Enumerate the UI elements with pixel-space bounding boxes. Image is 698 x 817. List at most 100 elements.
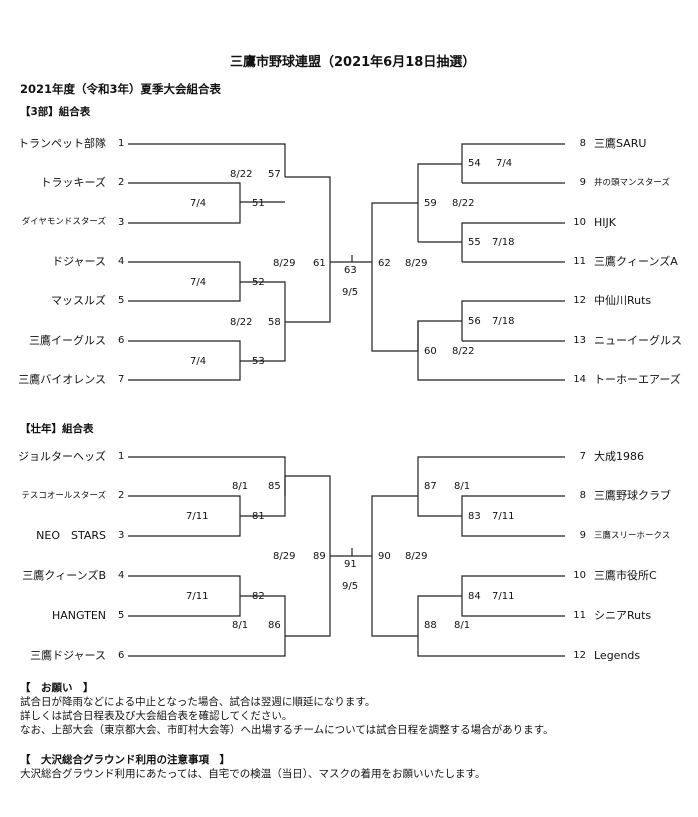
- request-line: 詳しくは試合日程表及び大会組合表を確認してください。: [20, 710, 293, 722]
- game-date: 8/22: [452, 198, 475, 209]
- team-name: ダイヤモンドスターズ: [21, 217, 106, 227]
- final-game-number: 91: [344, 559, 357, 570]
- section-label-div3: 【3部】組合表: [20, 106, 91, 118]
- team-seed: 10: [573, 217, 586, 228]
- team-seed: 5: [118, 295, 125, 306]
- final-game-number: 63: [344, 265, 357, 276]
- team-name: 三鷹スリーホークス: [594, 531, 671, 541]
- team-name: シニアRuts: [594, 609, 652, 622]
- game-date: 7/11: [186, 591, 209, 602]
- game-number: 89: [313, 551, 326, 562]
- team-name: ニューイーグルス: [594, 334, 682, 347]
- game-number: 58: [268, 317, 281, 328]
- game-number: 60: [424, 346, 437, 357]
- team-seed: 9: [579, 530, 586, 541]
- team-seed: 9: [579, 177, 586, 188]
- team-seed: 11: [573, 610, 586, 621]
- game-date: 8/1: [232, 620, 249, 631]
- team-seed: 6: [118, 650, 125, 661]
- game-date: 8/29: [405, 258, 428, 269]
- game-number: 88: [424, 620, 437, 631]
- game-number: 86: [268, 620, 281, 631]
- team-name: 三鷹バイオレンス: [18, 373, 106, 386]
- game-date: 8/22: [230, 169, 253, 180]
- game-number: 56: [468, 316, 481, 327]
- game-date: 8/1: [454, 481, 471, 492]
- team-name: NEO STARS: [36, 529, 106, 542]
- team-seed: 8: [579, 490, 586, 501]
- page-subtitle: 2021年度（令和3年）夏季大会組合表: [20, 82, 222, 96]
- game-date: 7/18: [492, 237, 515, 248]
- team-seed: 13: [573, 335, 586, 346]
- game-number: 81: [252, 511, 265, 522]
- team-name: HANGTEN: [51, 609, 106, 622]
- team-name: Legends: [594, 649, 641, 662]
- game-date: 8/29: [405, 551, 428, 562]
- team-name: トランペット部隊: [18, 137, 106, 150]
- final-game-date: 9/5: [342, 287, 359, 298]
- game-number: 62: [378, 258, 391, 269]
- team-name: マッスルズ: [51, 294, 106, 307]
- team-name: 三鷹SARU: [594, 137, 647, 150]
- team-seed: 4: [118, 570, 125, 581]
- team-seed: 1: [118, 138, 125, 149]
- team-name: テスコオールスターズ: [21, 491, 106, 501]
- team-seed: 12: [573, 295, 586, 306]
- team-seed: 4: [118, 256, 125, 267]
- game-number: 82: [252, 591, 265, 602]
- game-date: 7/11: [492, 591, 515, 602]
- section-label-senior: 【壮年】組合表: [20, 423, 94, 435]
- team-seed: 3: [118, 530, 125, 541]
- team-seed: 2: [118, 490, 125, 501]
- game-date: 7/4: [496, 158, 513, 169]
- game-number: 51: [252, 198, 265, 209]
- game-date: 7/11: [186, 511, 209, 522]
- team-seed: 7: [118, 374, 125, 385]
- team-name: ドジャース: [52, 255, 106, 268]
- final-game-date: 9/5: [342, 581, 359, 592]
- game-date: 7/18: [492, 316, 515, 327]
- request-heading: 【 お願い 】: [20, 682, 94, 694]
- team-seed: 10: [573, 570, 586, 581]
- game-date: 8/1: [454, 620, 471, 631]
- team-seed: 1: [118, 451, 125, 462]
- game-number: 61: [313, 258, 326, 269]
- game-date: 7/4: [190, 198, 207, 209]
- team-seed: 12: [573, 650, 586, 661]
- game-date: 7/4: [190, 356, 207, 367]
- request-line: 試合日が降雨などによる中止となった場合、試合は翌週に順延になります。: [20, 696, 376, 708]
- game-number: 53: [252, 356, 265, 367]
- team-name: 三鷹クィーンズB: [22, 569, 106, 582]
- team-name: 三鷹イーグルス: [29, 334, 106, 347]
- game-date: 8/29: [273, 258, 296, 269]
- team-seed: 7: [579, 451, 586, 462]
- game-number: 57: [268, 169, 281, 180]
- team-seed: 2: [118, 177, 125, 188]
- team-name: 三鷹ドジャース: [30, 649, 106, 662]
- team-name: トーホーエアーズ: [594, 373, 681, 386]
- team-name: 三鷹野球クラブ: [594, 489, 671, 502]
- team-seed: 14: [573, 374, 586, 385]
- game-date: 8/1: [232, 481, 249, 492]
- game-number: 59: [424, 198, 437, 209]
- game-date: 8/22: [452, 346, 475, 357]
- game-date: 8/29: [273, 551, 296, 562]
- game-number: 85: [268, 481, 281, 492]
- game-number: 55: [468, 237, 481, 248]
- game-number: 83: [468, 511, 481, 522]
- game-number: 87: [424, 481, 437, 492]
- game-number: 84: [468, 591, 481, 602]
- game-date: 7/4: [190, 277, 207, 288]
- team-name: トラッキーズ: [40, 176, 106, 189]
- team-name: 三鷹クィーンズA: [594, 255, 678, 268]
- team-name: HIJK: [594, 216, 616, 229]
- page-title: 三鷹市野球連盟（2021年6月18日抽選）: [230, 55, 476, 70]
- team-seed: 8: [579, 138, 586, 149]
- ground-line: 大沢総合グラウンド利用にあたっては、自宅での検温（当日）、マスクの着用をお願いい…: [20, 768, 486, 780]
- game-date: 7/11: [492, 511, 515, 522]
- team-seed: 6: [118, 335, 125, 346]
- team-seed: 3: [118, 217, 125, 228]
- team-name: 大成1986: [594, 450, 644, 463]
- request-line: なお、上部大会（東京都大会、市町村大会等）へ出場するチームについては試合日程を調…: [20, 724, 554, 736]
